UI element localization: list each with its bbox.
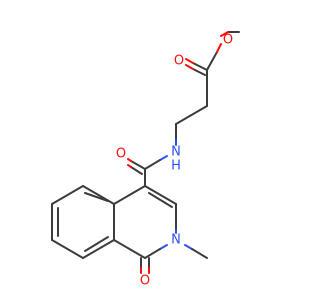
- atom-ester-o-double: O: [174, 54, 184, 69]
- atom-lactam-o: O: [140, 274, 150, 289]
- bond-carbonyl-double-1: [192, 62, 208, 71]
- methyl-ester-group: [185, 31, 240, 107]
- bond-c4a-c4: [113, 185, 146, 205]
- bond-o-carbonyl-c-red: [216, 43, 222, 53]
- bond-methyl-o-red: [220, 31, 229, 37]
- bond-c8-c8a: [82, 239, 115, 259]
- atom-ester-o-single: O: [223, 33, 233, 48]
- atom-amide-n: N: [171, 145, 181, 160]
- bond-amide-double-2-red: [127, 164, 132, 168]
- bond-n-methyl: [191, 248, 208, 259]
- bond-carbonyl-double-1-red: [185, 58, 194, 64]
- amide-group: [127, 155, 168, 187]
- atom-amide-o: O: [116, 147, 126, 162]
- bond-n2-c1: [144, 248, 161, 259]
- bond-c1-c8a: [113, 239, 146, 259]
- bond-o-carbonyl-c: [206, 51, 218, 71]
- bond-carbonyl-double-2-red: [185, 64, 194, 70]
- bond-c7-c8: [51, 239, 84, 259]
- bond-amide-double-1: [130, 160, 146, 170]
- bond-c4-c3-double-2: [148, 192, 173, 208]
- bond-amide-double-2: [130, 166, 143, 175]
- structure-diagram: O O N H O N O: [51, 31, 240, 289]
- bond-amide-double-1-red: [127, 158, 132, 162]
- atom-amide-h: H: [171, 159, 181, 174]
- bond-c8-c8a-inner: [84, 236, 109, 252]
- bond-c4a-c5: [82, 185, 115, 205]
- bond-c4-c3-double-1: [144, 185, 177, 205]
- bond-nh-carbonyl: [144, 159, 161, 170]
- atom-ring-n: N: [171, 233, 181, 248]
- bond-c4a-c5-inner: [84, 192, 109, 202]
- bond-nh-carbonyl-blue: [159, 155, 168, 161]
- bond-n2-c1-blue: [159, 244, 168, 250]
- bond-c5-c6: [51, 185, 84, 205]
- bond-ch2-ch2: [175, 105, 208, 125]
- bond-n-methyl-blue: [184, 244, 193, 250]
- bond-carbonyl-double-2: [192, 68, 206, 76]
- propanoate-chain: [175, 105, 208, 146]
- isoquinolinone-ring: [51, 185, 208, 274]
